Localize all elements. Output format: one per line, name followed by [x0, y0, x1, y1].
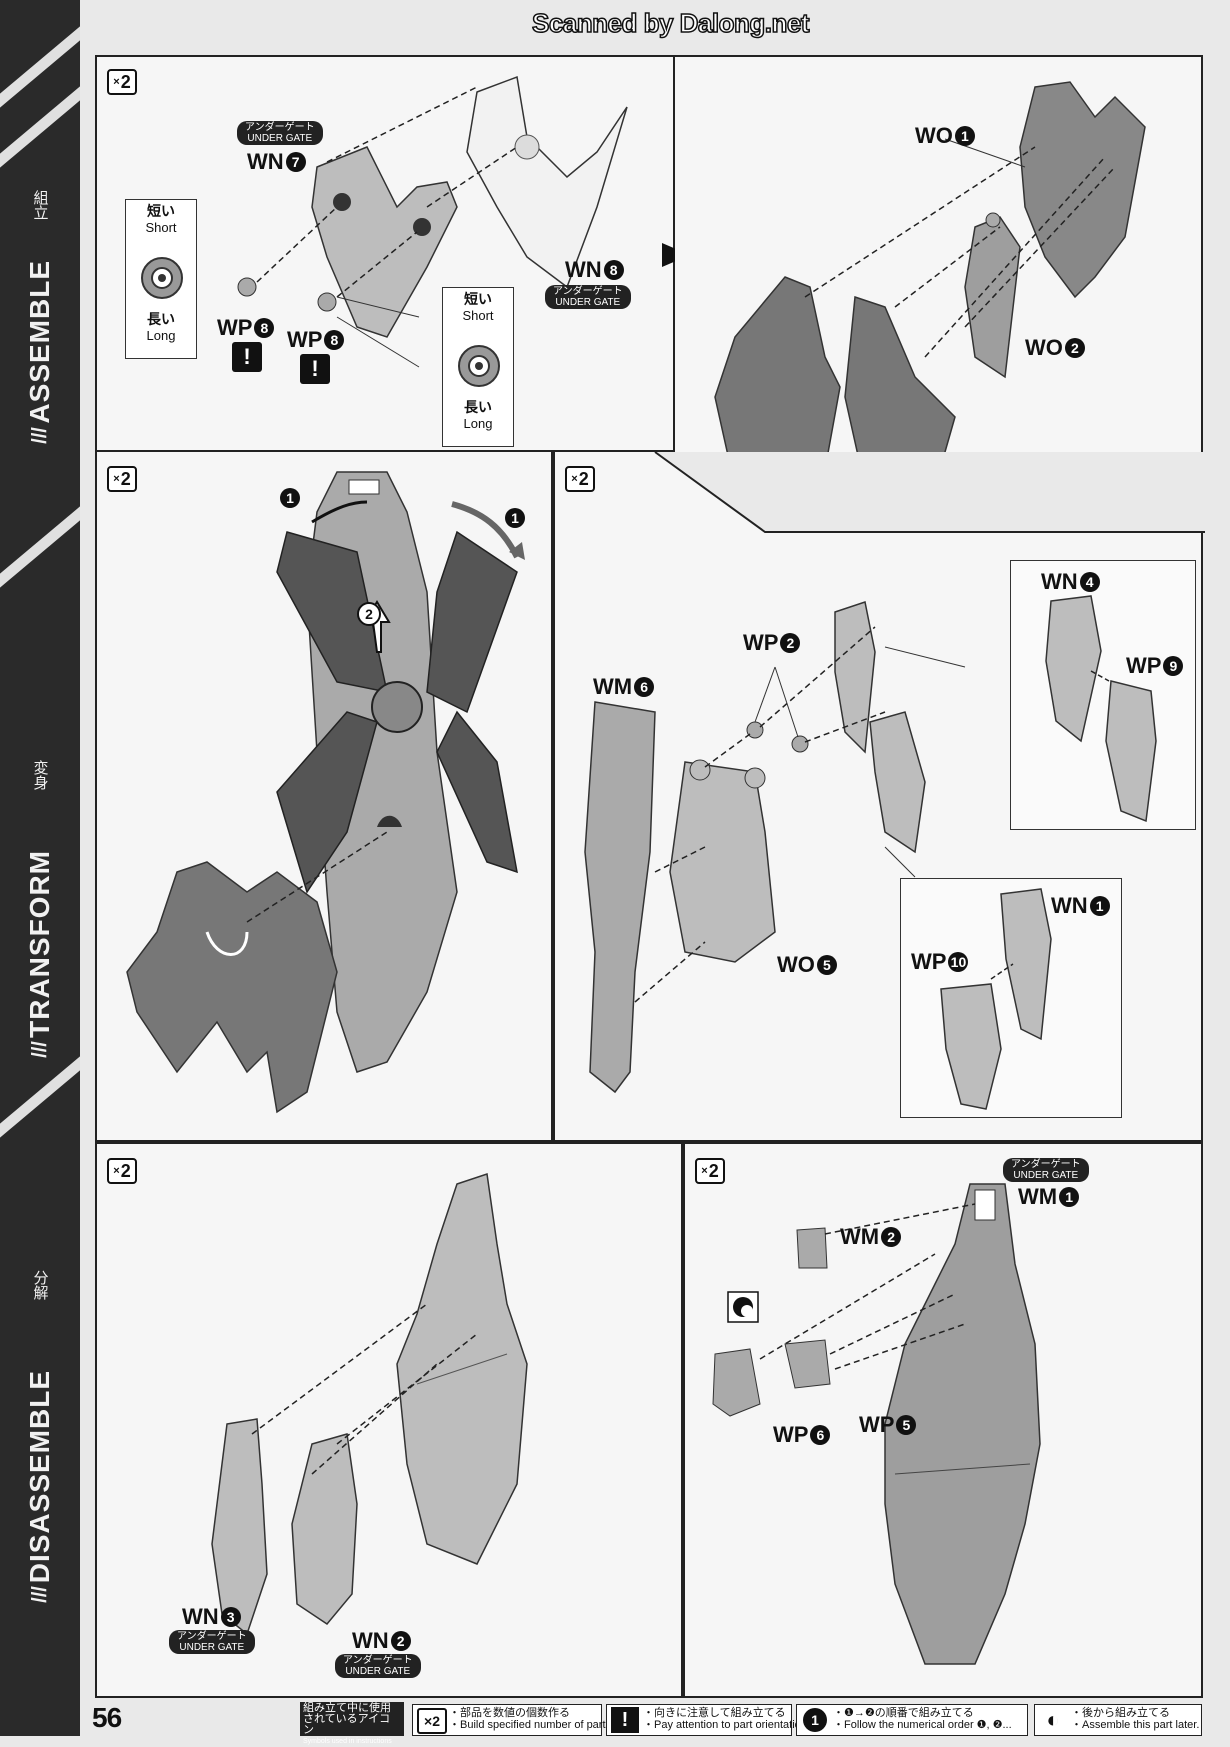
- x2-icon: ×2: [565, 466, 595, 492]
- legend-numerical-order: 1 ・❶→❷の順番で組み立てる・Follow the numerical ord…: [796, 1704, 1028, 1736]
- inset-short-long-right: 短い Short 長い Long: [442, 287, 514, 447]
- footer: 56 組み立て中に使用 されているアイコン Symbols used in in…: [0, 1700, 1230, 1745]
- sidebar-assemble-en: ASSEMBLE: [24, 260, 55, 424]
- sidebar-assemble-jp: 組立: [31, 190, 49, 220]
- step-number-2: 2: [357, 602, 381, 626]
- caution-icon: !: [300, 354, 330, 384]
- sidebar-transform-en: TRANSFORM: [24, 850, 55, 1038]
- assemble-later-icon: ◐: [1046, 1707, 1060, 1732]
- legend-orientation: ! ・向きに注意して組み立てる・Pay attention to part or…: [606, 1704, 807, 1736]
- x2-icon: ×2: [107, 466, 137, 492]
- panel-4-drawing: [555, 451, 1205, 1094]
- x2-icon: ×2: [107, 69, 137, 95]
- panel-6-drawing: [712, 1183, 1041, 1665]
- panel-3-drawing: [126, 471, 525, 1114]
- slash-icon: ///: [28, 426, 51, 444]
- sidebar-disassemble-jp: 分解: [31, 1270, 49, 1300]
- sidebar: 組立 ASSEMBLE /// 変身 TRANSFORM /// 分解 DISA…: [0, 0, 80, 1736]
- inset-short-long-left: 短い Short 長い Long: [125, 199, 197, 359]
- legend-title: 組み立て中に使用 されているアイコン Symbols used in instr…: [300, 1702, 404, 1745]
- panel-1-drawing: [237, 75, 628, 368]
- sidebar-transform: 変身 TRANSFORM ///: [0, 760, 80, 1061]
- step-number-1-left: 1: [280, 488, 300, 508]
- caution-icon: !: [232, 342, 262, 372]
- x2-icon: ×2: [695, 1158, 725, 1184]
- slash-icon: ///: [28, 1041, 51, 1058]
- caution-icon: !: [611, 1707, 639, 1733]
- sidebar-transform-jp: 変身: [31, 760, 49, 790]
- sidebar-disassemble-en: DISASSEMBLE: [24, 1370, 55, 1584]
- step-order-icon: 1: [801, 1707, 829, 1733]
- panel-5-drawing: [211, 1173, 528, 1636]
- slash-icon: ///: [28, 1586, 51, 1604]
- sidebar-disassemble: 分解 DISASSEMBLE ///: [0, 1270, 80, 1606]
- watermark-text: Scanned by Dalong.net: [531, 7, 810, 39]
- step-number-1-right: 1: [505, 508, 525, 528]
- sidebar-assemble: 組立 ASSEMBLE ///: [0, 190, 80, 447]
- x2-icon: ×2: [417, 1708, 447, 1734]
- legend-build-count: ×2 ・部品を数値の個数作る・Build specified number of…: [412, 1704, 614, 1736]
- panel-step-3: ×2 1 2 1: [95, 452, 553, 1142]
- legend-assemble-later: ◐ ・後から組み立てる・Assemble this part later.: [1034, 1704, 1202, 1736]
- x2-icon: ×2: [107, 1158, 137, 1184]
- page-number: 56: [92, 1702, 122, 1733]
